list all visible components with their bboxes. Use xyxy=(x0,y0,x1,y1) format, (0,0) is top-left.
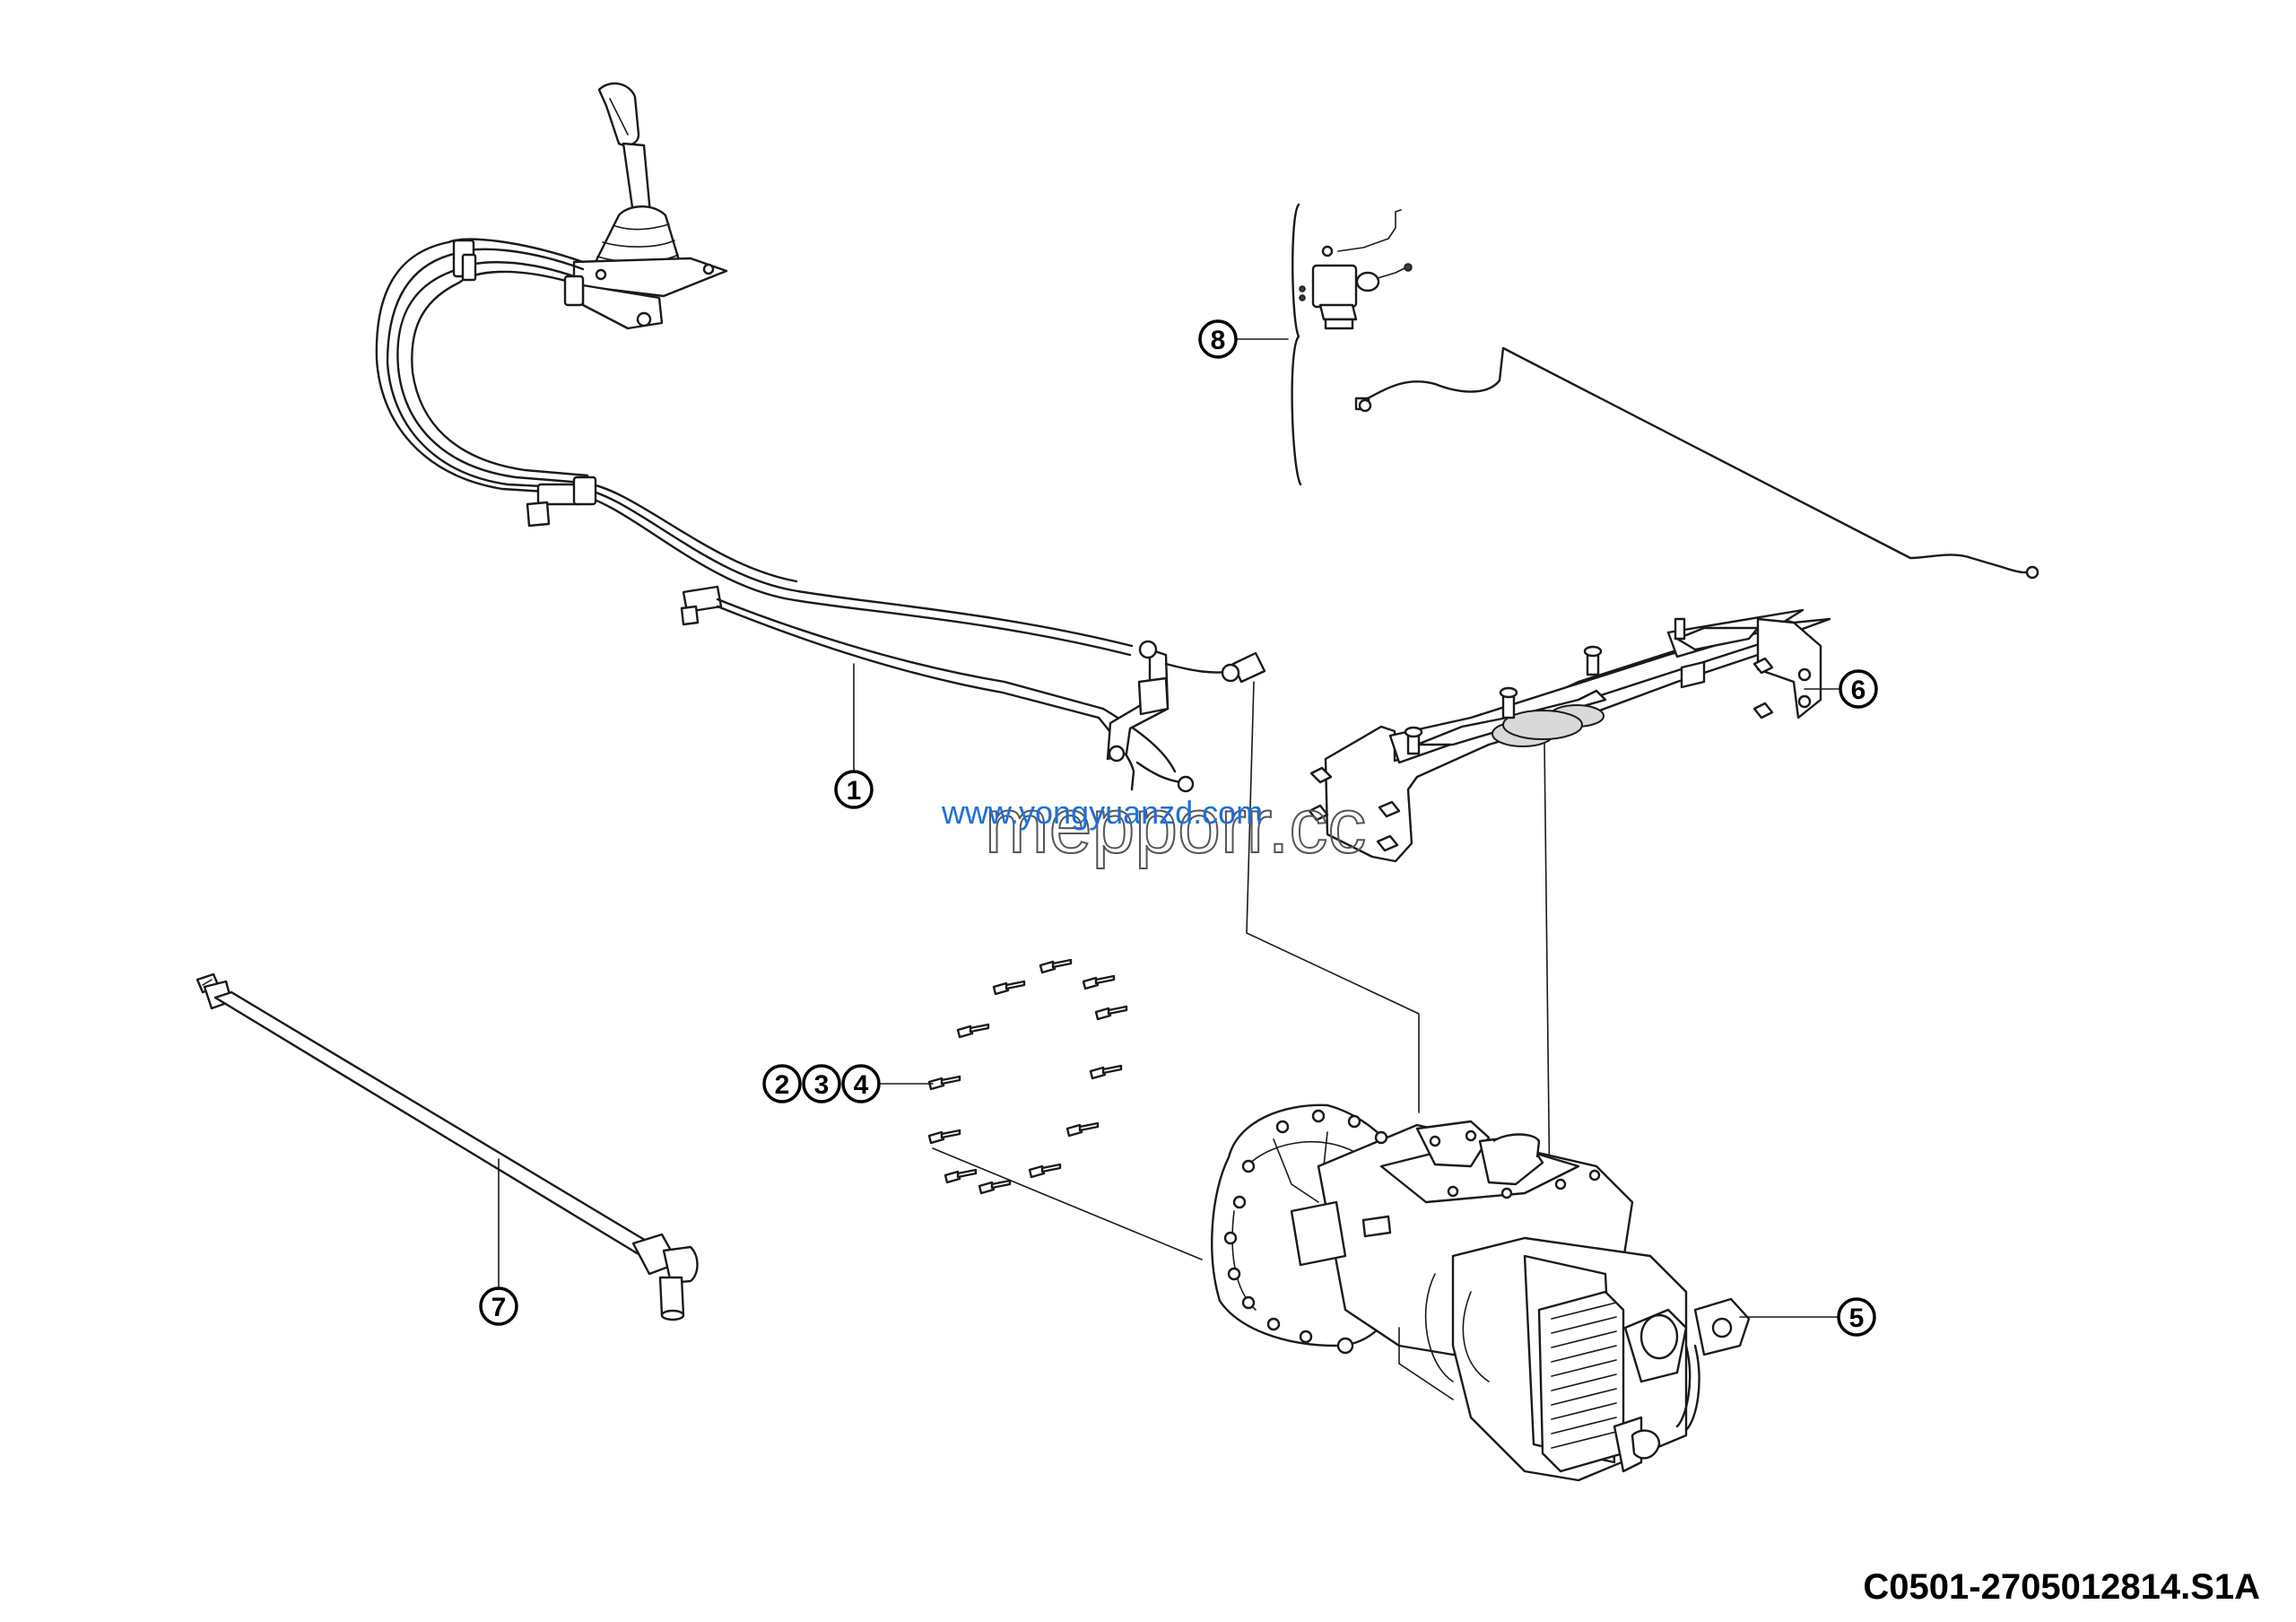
leader-cable-to-transmission xyxy=(1246,681,1420,1113)
callout-5: 5 xyxy=(1739,1297,1876,1337)
pipe-assembly xyxy=(196,972,699,1321)
callout-2-label: 2 xyxy=(775,1070,790,1100)
callout-6: 6 xyxy=(1804,669,1878,709)
callout-1: 1 xyxy=(834,663,874,809)
callout-5-label: 5 xyxy=(1849,1304,1865,1333)
callout-4-label: 4 xyxy=(854,1070,869,1100)
callout-1-label: 1 xyxy=(847,776,862,806)
mounting-bracket xyxy=(1308,608,1831,863)
callout-7: 7 xyxy=(479,1158,518,1326)
callout-7-label: 7 xyxy=(491,1293,507,1322)
callout-8-label: 8 xyxy=(1211,326,1226,355)
callout-3-label: 3 xyxy=(814,1070,830,1100)
drawing-code: C0501-2705012814.S1A xyxy=(1863,1567,2260,1607)
watermark-brand: mepporr.cc xyxy=(985,783,1366,869)
wiring-harness-assembly xyxy=(1291,203,2039,580)
shift-cables xyxy=(375,238,1266,793)
leader-bracket-to-transmission xyxy=(1544,742,1551,1203)
watermark-url: www.yongyuanzd.com xyxy=(941,794,1263,831)
gear-shift-lever xyxy=(572,82,728,330)
callout-2-3-4: 2 3 4 xyxy=(762,1064,934,1103)
callout-6-label: 6 xyxy=(1851,676,1866,705)
bolt-set xyxy=(927,958,1203,1260)
callout-8: 8 xyxy=(1198,319,1289,359)
transmission-assembly xyxy=(1211,1103,1751,1482)
